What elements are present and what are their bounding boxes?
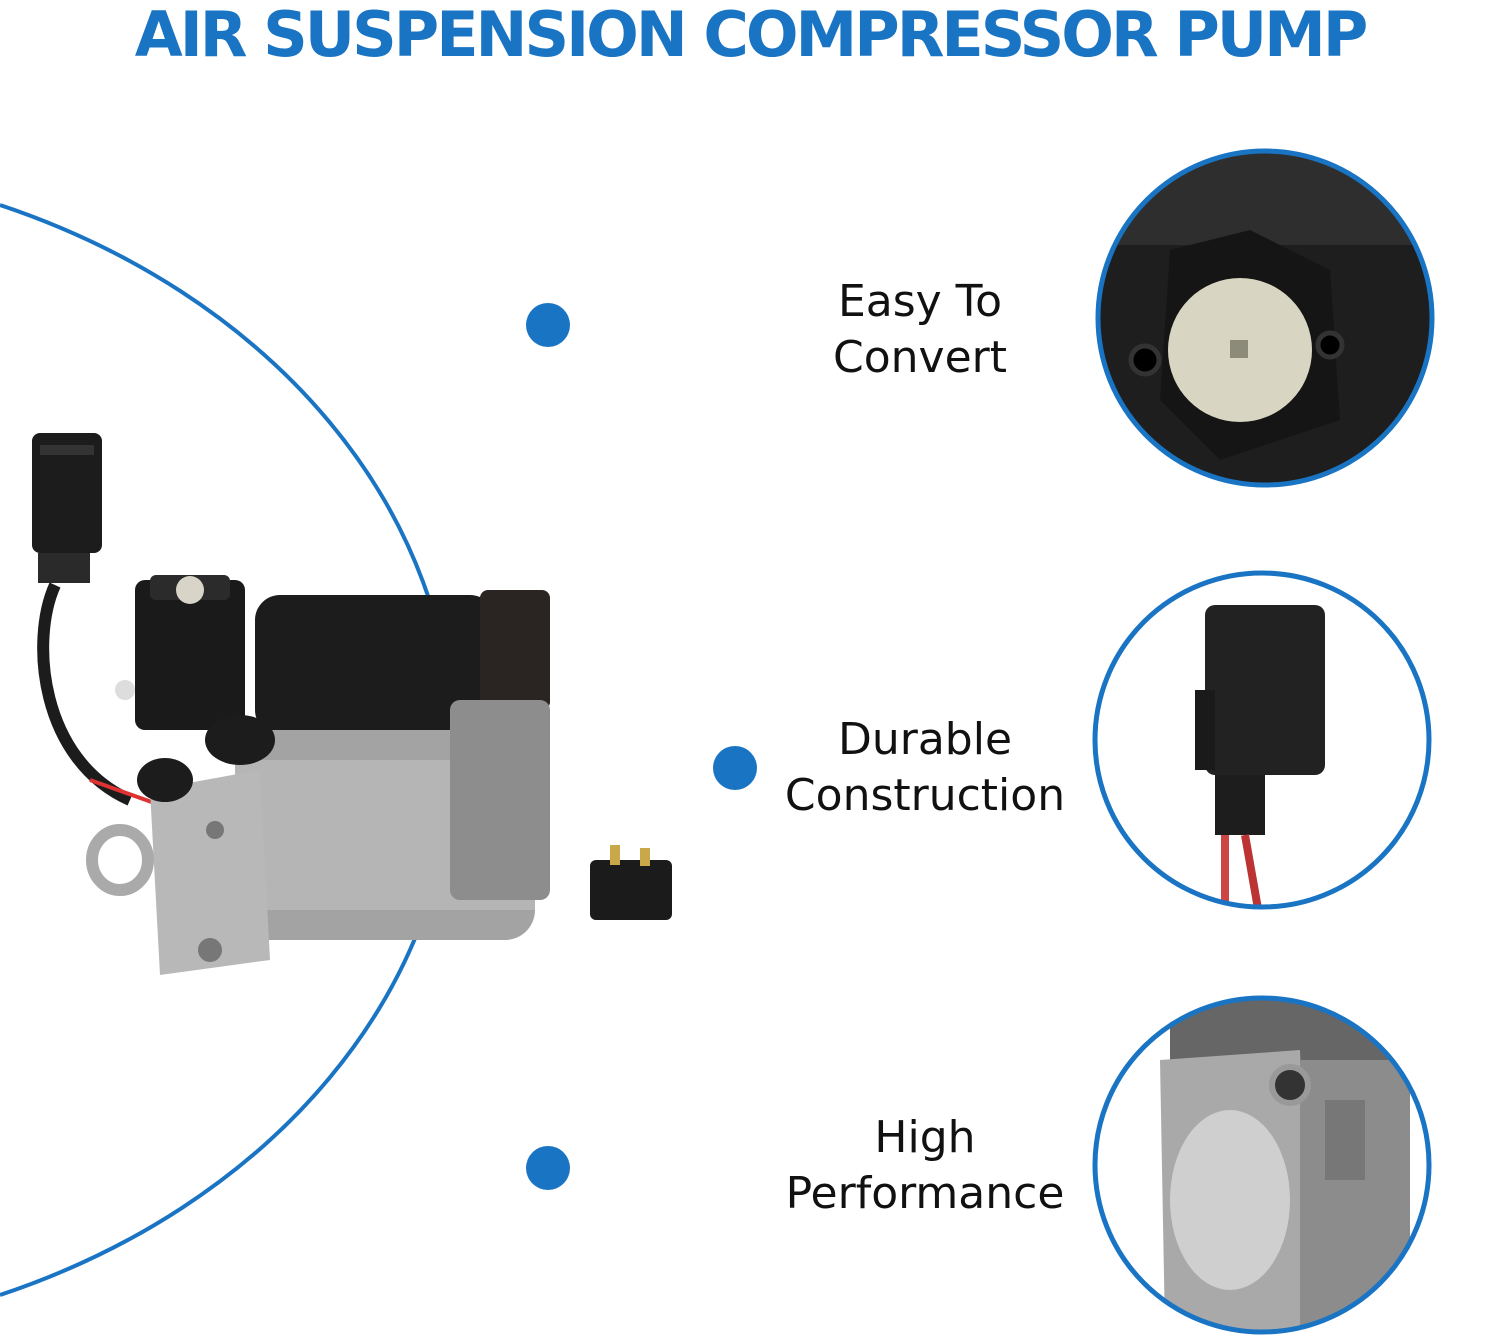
feature-line: Performance bbox=[785, 1168, 1065, 1219]
detail-ring-2 bbox=[1092, 570, 1432, 910]
arc-dot-top bbox=[526, 303, 570, 347]
feature-easy-to-convert: Easy To Convert bbox=[730, 274, 1110, 386]
feature-line: Construction bbox=[784, 770, 1066, 821]
detail-photo-wiring-plug bbox=[1095, 573, 1429, 907]
arc-dot-middle bbox=[713, 746, 757, 790]
detail-ring-1 bbox=[1095, 148, 1435, 488]
feature-high-performance: High Performance bbox=[735, 1110, 1115, 1222]
feature-line: High bbox=[874, 1112, 976, 1163]
detail-photo-connector-plug bbox=[1098, 151, 1432, 485]
feature-line: Durable bbox=[837, 714, 1013, 765]
feature-durable-construction: Durable Construction bbox=[735, 712, 1115, 824]
feature-line: Convert bbox=[833, 332, 1007, 383]
page-title: AIR SUSPENSION COMPRESSOR PUMP bbox=[134, 0, 1369, 71]
product-photo-compressor bbox=[32, 433, 672, 975]
detail-ring-3 bbox=[1092, 995, 1432, 1335]
feature-line: Easy To bbox=[837, 276, 1003, 327]
arc-dot-bottom bbox=[526, 1146, 570, 1190]
